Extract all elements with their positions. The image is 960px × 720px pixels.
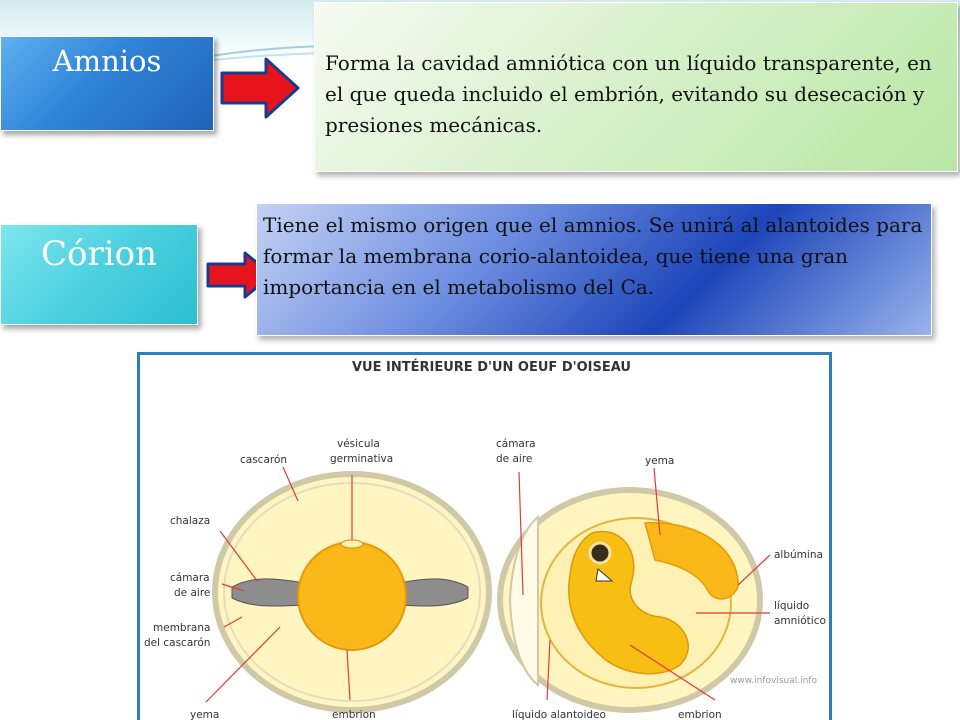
air-chamber [508, 514, 539, 688]
label-embrion-left: embrion [332, 709, 376, 720]
label-germinativa: germinativa [330, 453, 393, 465]
right-yolk [644, 522, 739, 600]
label-vesicula: vésicula [337, 438, 380, 450]
left-chalaza [231, 578, 305, 607]
label-amniotico: amniótico [774, 615, 826, 627]
watermark: www.infovisual.info [730, 676, 817, 686]
arrow-right-icon [220, 57, 300, 119]
label-de-aire-left: de aire [174, 587, 210, 599]
yolk [297, 541, 407, 651]
embryo-eye [588, 541, 612, 565]
label-del-cascaron: del cascarón [144, 637, 210, 649]
label-de-aire-right: de aire [496, 453, 532, 465]
corion-label: Córion [0, 224, 198, 325]
label-albumina: albúmina [774, 549, 823, 561]
corion-description: Tiene el mismo origen que el amnios. Se … [263, 213, 923, 299]
label-liquido: líquido [774, 600, 809, 612]
label-yema-left: yema [190, 709, 219, 720]
egg-diagram: VUE INTÉRIEURE D'UN OEUF D'OISEAU cascar… [137, 352, 832, 720]
label-yema-right: yema [645, 455, 674, 467]
amnios-description-box: Forma la cavidad amniótica con un líquid… [314, 2, 958, 172]
amnios-description: Forma la cavidad amniótica con un líquid… [325, 51, 932, 137]
corion-label-text: Córion [41, 234, 157, 274]
label-membrana: membrana [153, 622, 210, 634]
corion-description-box: Tiene el mismo origen que el amnios. Se … [256, 203, 932, 336]
diagram-title: VUE INTÉRIEURE D'UN OEUF D'OISEAU [352, 359, 631, 375]
label-embrion-right: embrion [678, 709, 722, 720]
embryo [568, 530, 690, 675]
germinal-vesicle [340, 539, 364, 549]
amnios-label: Amnios [0, 36, 214, 131]
label-camara-right: cámara [496, 438, 536, 450]
egg-illustration: VUE INTÉRIEURE D'UN OEUF D'OISEAU cascar… [144, 359, 826, 720]
right-chalaza [399, 578, 469, 607]
embryo-beak [595, 568, 614, 582]
amnios-label-text: Amnios [52, 44, 162, 78]
label-cascaron: cascarón [240, 454, 287, 466]
label-liquido-alantoideo: líquido alantoideo [512, 709, 606, 720]
label-camara-left: cámara [170, 572, 210, 584]
label-chalaza: chalaza [170, 515, 210, 527]
